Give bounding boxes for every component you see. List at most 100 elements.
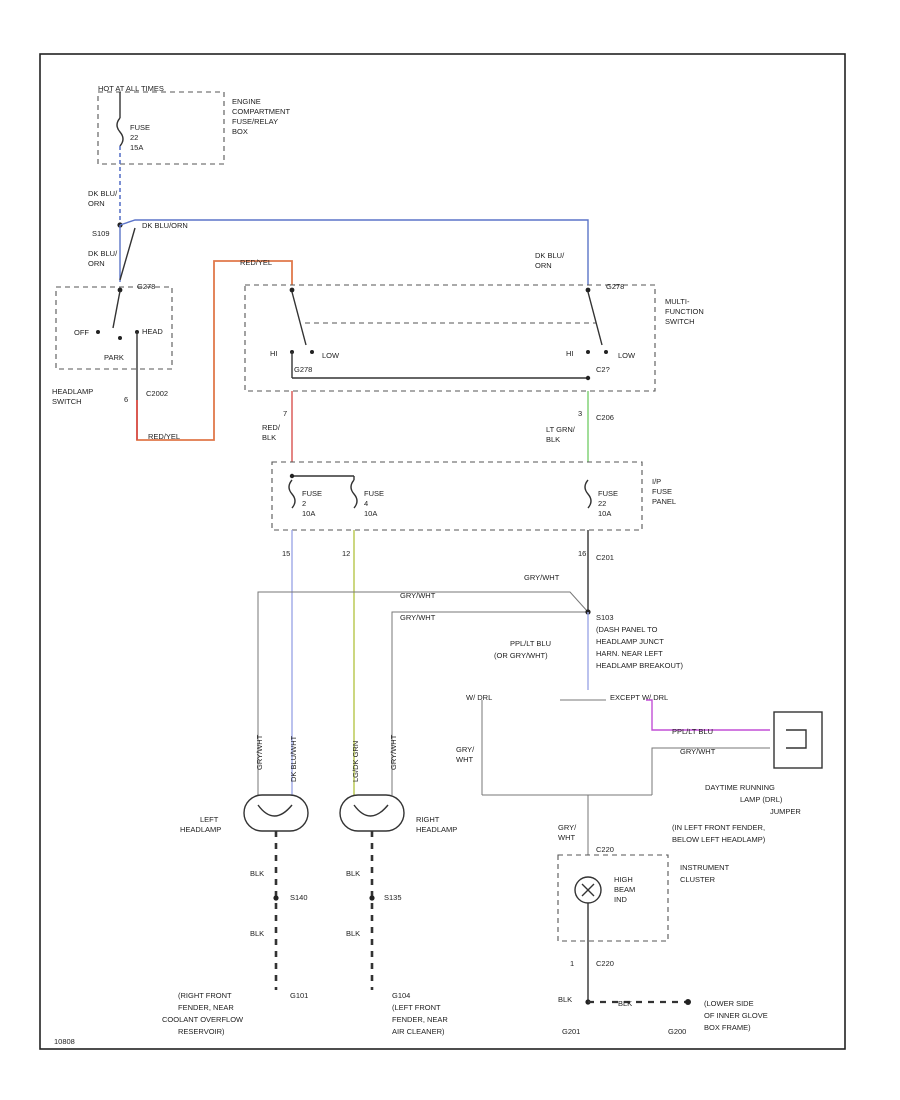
- wire-gry-wht-mid-label-2: WHT: [456, 755, 473, 764]
- c220b-label: C220: [596, 959, 614, 968]
- left-headlamp-body: [243, 794, 309, 832]
- mfs-left-hi-label: HI: [270, 349, 278, 358]
- pin7-label: 7: [283, 409, 287, 418]
- mfs-right-blade: [587, 291, 603, 346]
- g200-desc-1: (LOWER SIDE: [704, 999, 754, 1008]
- s103-desc-2: HEADLAMP JUNCT: [596, 637, 664, 646]
- blk2-label: BLK: [250, 929, 264, 938]
- fuse4-label-1: FUSE: [364, 489, 384, 498]
- mfs-right-low-dot: [604, 350, 608, 354]
- g278-right-label: G278: [606, 282, 624, 291]
- g200-desc-2: OF INNER GLOVE: [704, 1011, 768, 1020]
- instrument-cluster-box: [557, 854, 669, 942]
- fuse22-label-1: FUSE: [598, 489, 618, 498]
- headlamp-switch-park-label: PARK: [104, 353, 124, 362]
- c2002-label: C2002: [146, 389, 168, 398]
- mfs-left-low-dot: [310, 350, 314, 354]
- blk4-label: BLK: [346, 929, 360, 938]
- ip-fuse-label-1: I/P: [652, 477, 661, 486]
- ic-wire-label-2: WHT: [558, 833, 575, 842]
- pin12-label: 12: [342, 549, 350, 558]
- ic-lamp-label-1: HIGH: [614, 875, 633, 884]
- wire-red-blk-label-2: BLK: [262, 433, 276, 442]
- mfs-right-low-label: LOW: [618, 351, 636, 360]
- wire-ppl-blu-label-1: PPL/LT BLU: [510, 639, 551, 648]
- wire-dkblu-orn-label-1b: ORN: [88, 199, 105, 208]
- wire-gry-wht-3-label: GRY/WHT: [400, 613, 436, 622]
- g101-desc-4: RESERVOIR): [178, 1027, 225, 1036]
- fuse22-symbol: [584, 479, 592, 509]
- fuse2-label-3: 10A: [302, 509, 315, 518]
- fuse-top-label-1: FUSE: [130, 123, 150, 132]
- wire-red-blk-label-1: RED/: [262, 423, 281, 432]
- pin3-label: 3: [578, 409, 582, 418]
- wire-dkblu-orn-label-3b: ORN: [535, 261, 552, 270]
- fuse2-label-1: FUSE: [302, 489, 322, 498]
- wire-gry-wht-1-label: GRY/WHT: [524, 573, 560, 582]
- engine-box-label-4: BOX: [232, 127, 248, 136]
- right-headlamp-filament: [353, 804, 389, 817]
- wire-gry-wht-2-label: GRY/WHT: [400, 591, 436, 600]
- wire-dkblu-orn-label-3a: DK BLU/: [535, 251, 565, 260]
- wire-gry-wht-to-drl: [651, 747, 770, 795]
- g104-label: G104: [392, 991, 410, 1000]
- fuse2-label-2: 2: [302, 499, 306, 508]
- mfs-left-conn-label: G278: [294, 365, 312, 374]
- s140-dot: [273, 895, 279, 901]
- wire-dkblu-orn-label-2b: ORN: [88, 259, 105, 268]
- c2002-pin-label: 6: [124, 395, 128, 404]
- wire-gray-diagonal: [119, 227, 136, 281]
- mfs-label-3: SWITCH: [665, 317, 695, 326]
- blk3-label: BLK: [346, 869, 360, 878]
- hot-at-all-times-label: HOT AT ALL TIMES: [98, 84, 164, 93]
- mfs-right-hi-dot: [586, 350, 590, 354]
- wire-v1-label: GRY/WHT: [255, 734, 264, 770]
- wire-v2-label: DK BLU/WHT: [289, 735, 298, 782]
- high-beam-indicator-filament: [581, 883, 595, 897]
- g200-desc-3: BOX FRAME): [704, 1023, 751, 1032]
- mfs-right-hi-label: HI: [566, 349, 574, 358]
- drl-jumper-box: [773, 711, 823, 769]
- wire-gry-wht-r-label: GRY/WHT: [680, 747, 716, 756]
- wire-dkblu-orn-run-label: DK BLU/ORN: [142, 221, 188, 230]
- w-drl-label: W/ DRL: [466, 693, 492, 702]
- headlamp-switch-blade: [112, 290, 121, 329]
- s103-desc-3: HARN. NEAR LEFT: [596, 649, 663, 658]
- s103-desc-1: (DASH PANEL TO: [596, 625, 658, 634]
- mfs-bus-right-dot: [585, 375, 591, 381]
- wire-ltgrn-blk-label-2: BLK: [546, 435, 560, 444]
- fuse-top-label-2: 22: [130, 133, 138, 142]
- headlamp-switch-label-1: HEADLAMP: [52, 387, 93, 396]
- headlamp-switch-park-dot: [118, 336, 122, 340]
- ic-lamp-label-2: BEAM: [614, 885, 635, 894]
- wire-gry-wht-mid-label-1: GRY/: [456, 745, 475, 754]
- left-headlamp-label-1: LEFT: [200, 815, 219, 824]
- wire-ppl-blu-to-drl: [646, 699, 770, 731]
- headlamp-switch-box: [55, 286, 173, 370]
- right-headlamp-label-2: HEADLAMP: [416, 825, 457, 834]
- drl-label-4: (IN LEFT FRONT FENDER,: [672, 823, 765, 832]
- diagram-footer-code: 10808: [54, 1037, 75, 1046]
- drl-jumper-symbol: [786, 729, 807, 749]
- headlamp-switch-input-dot: [117, 287, 123, 293]
- wire-dkblu-orn-run: [119, 219, 589, 285]
- mfs-label-1: MULTI-: [665, 297, 690, 306]
- right-headlamp-label-1: RIGHT: [416, 815, 440, 824]
- g104-desc-2: FENDER, NEAR: [392, 1015, 448, 1024]
- blk-gnd-label: BLK: [558, 995, 572, 1004]
- mfs-left-low-label: LOW: [322, 351, 340, 360]
- fuse22-label-3: 10A: [598, 509, 611, 518]
- mfs-right-input-dot: [585, 287, 591, 293]
- wire-redyel-bot-label: RED/YEL: [148, 432, 180, 441]
- ip-fuse-panel-box: [271, 461, 643, 531]
- s103-desc-4: HEADLAMP BREAKOUT): [596, 661, 683, 670]
- headlamp-switch-off-label: OFF: [74, 328, 89, 337]
- g101-desc-3: COOLANT OVERFLOW: [162, 1015, 244, 1024]
- left-headlamp-label-2: HEADLAMP: [180, 825, 221, 834]
- g101-desc-2: FENDER, NEAR: [178, 1003, 234, 1012]
- wire-dkblu-orn-label-1a: DK BLU/: [88, 189, 118, 198]
- ip-fuse-label-2: FUSE: [652, 487, 672, 496]
- mfs-label-2: FUNCTION: [665, 307, 704, 316]
- wire-redyel: [136, 260, 293, 441]
